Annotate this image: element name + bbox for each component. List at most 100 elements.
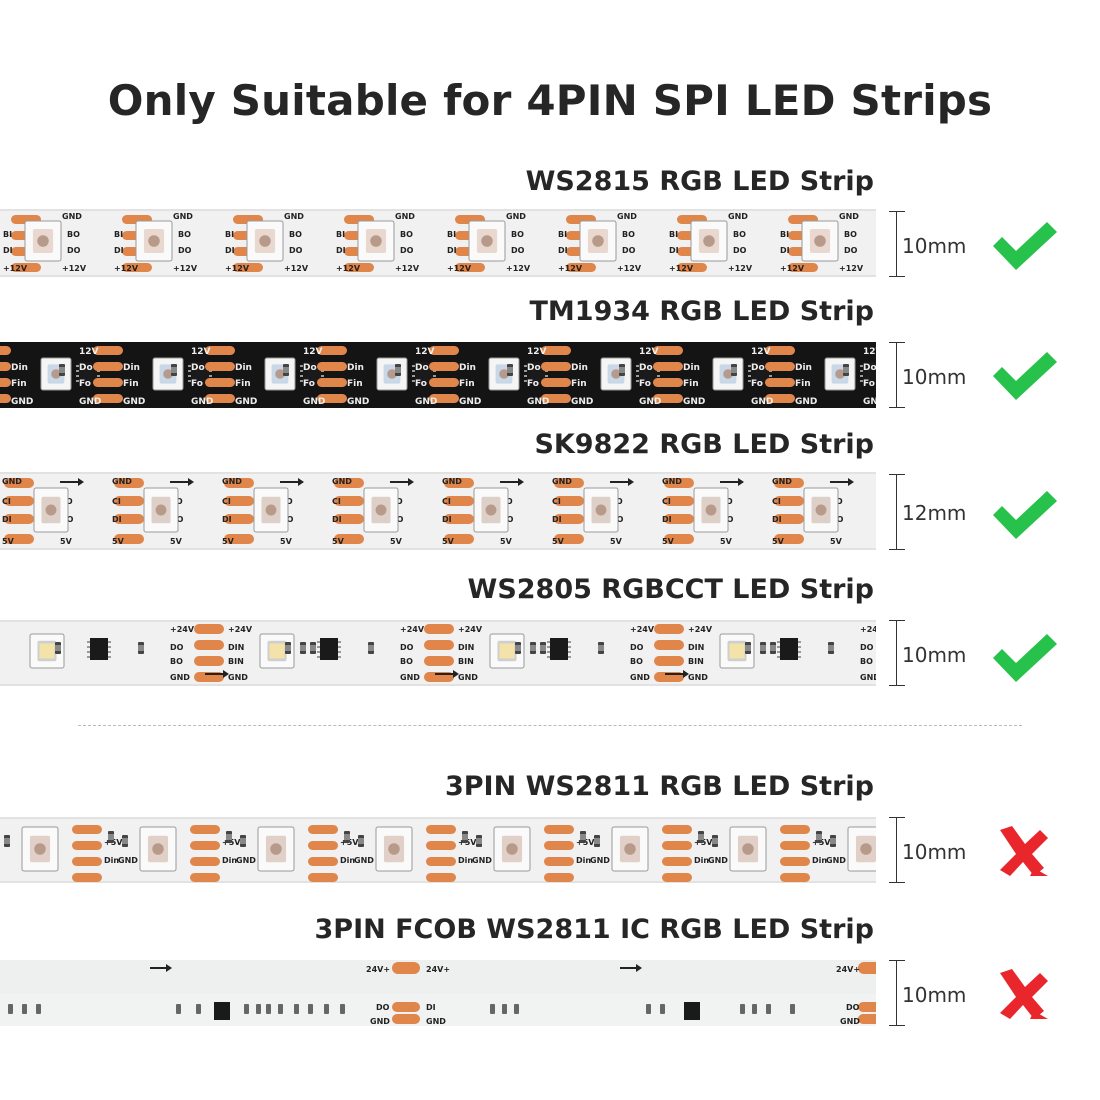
- pad-label: 5V: [610, 537, 623, 546]
- pad-label: 5V: [390, 537, 403, 546]
- strip-image-sk9822: GNDCICODIDO5V5VGNDCICODIDO5V5VGNDCICODID…: [0, 472, 876, 550]
- pad-label: 5V: [2, 537, 15, 546]
- pad-label: DI: [558, 246, 568, 255]
- pad-label: Fin: [235, 379, 251, 389]
- pad-label: GND: [472, 856, 492, 865]
- pad-label: 5V: [662, 537, 675, 546]
- pad-label: BO: [844, 230, 857, 239]
- pad-label: GND: [370, 1017, 390, 1026]
- pad-label: BO: [178, 230, 191, 239]
- pad-label: GND: [772, 477, 792, 486]
- pad-label: GND: [118, 856, 138, 865]
- pad-label: GND: [2, 477, 22, 486]
- pad-label: GND: [400, 673, 420, 682]
- pad-label: DO: [170, 643, 184, 652]
- pad-label: Din: [347, 363, 364, 373]
- pad-label: DI: [772, 515, 782, 524]
- pad-label: 5V: [60, 537, 73, 546]
- pad-label: 12V: [751, 347, 771, 357]
- pad-label: BI: [336, 230, 345, 239]
- pad-label: Fin: [123, 379, 139, 389]
- pad-label: Fo: [191, 379, 203, 389]
- width-dimension-sk9822: [889, 474, 905, 550]
- pad-label: GND: [235, 397, 257, 407]
- pad-label: Do: [415, 363, 429, 373]
- pad-label: DO: [630, 643, 644, 652]
- pad-label: GND: [123, 397, 145, 407]
- pad-label: Fin: [459, 379, 475, 389]
- pad-label: BIN: [228, 657, 244, 666]
- pad-label: DIN: [228, 643, 244, 652]
- pad-label: DO: [178, 246, 192, 255]
- pad-label: Din: [123, 363, 140, 373]
- pad-label: 5V: [112, 537, 125, 546]
- pad-label: GND: [79, 397, 101, 407]
- pad-label: +12V: [173, 264, 198, 273]
- pad-label: GND: [860, 673, 876, 682]
- pad-label: GND: [62, 212, 82, 221]
- pad-label: GND: [751, 397, 773, 407]
- pad-label: GND: [630, 673, 650, 682]
- pad-label: DI: [112, 515, 122, 524]
- pad-label: BO: [67, 230, 80, 239]
- pad-label: GND: [354, 856, 374, 865]
- pad-label: +12V: [839, 264, 864, 273]
- pad-label: DI: [114, 246, 124, 255]
- pad-label: 24V+: [366, 965, 390, 974]
- strip-image-ws2811: +5VDinGND+5VDinGND+5VDinGND+5VDinGND+5VD…: [0, 817, 876, 883]
- pad-label: BO: [622, 230, 635, 239]
- pad-label: BI: [3, 230, 12, 239]
- pad-label: Din: [459, 363, 476, 373]
- pad-label: DI: [336, 246, 346, 255]
- pad-label: 5V: [170, 537, 183, 546]
- pad-label: DI: [332, 515, 342, 524]
- width-dimension-ws2815: [889, 211, 905, 277]
- pad-label: +24V: [860, 625, 876, 634]
- pad-label: 5V: [772, 537, 785, 546]
- pad-label: 12V: [639, 347, 659, 357]
- pad-label: DO: [67, 246, 81, 255]
- pad-label: Do: [863, 363, 876, 373]
- pad-label: +12V: [780, 264, 805, 273]
- pad-label: DO: [622, 246, 636, 255]
- width-text-tm1934: 10mm: [902, 365, 967, 389]
- pad-label: DO: [860, 643, 874, 652]
- pad-label: GND: [303, 397, 325, 407]
- pad-label: GND: [840, 1017, 860, 1026]
- pad-label: GND: [228, 673, 248, 682]
- strip-label-sk9822: SK9822 RGB LED Strip: [534, 429, 874, 460]
- pad-label: DIN: [458, 643, 474, 652]
- pad-label: Fin: [683, 379, 699, 389]
- pad-label: Din: [235, 363, 252, 373]
- pad-label: GND: [839, 212, 859, 221]
- pad-label: GND: [863, 397, 876, 407]
- pad-label: GND: [708, 856, 728, 865]
- pad-label: BIN: [458, 657, 474, 666]
- strip-label-ws2805: WS2805 RGBCCT LED Strip: [467, 574, 874, 605]
- pad-label: 12V: [303, 347, 323, 357]
- pad-label: +24V: [170, 625, 195, 634]
- pad-label: 24V+: [426, 965, 450, 974]
- pad-label: 12V: [415, 347, 435, 357]
- pad-label: CI: [222, 497, 231, 506]
- pad-label: BI: [225, 230, 234, 239]
- strip-label-ws2815: WS2815 RGB LED Strip: [525, 166, 874, 197]
- pad-label: BI: [669, 230, 678, 239]
- pad-label: BO: [860, 657, 873, 666]
- pad-label: Fin: [571, 379, 587, 389]
- pad-label: DO: [511, 246, 525, 255]
- pad-label: +12V: [728, 264, 753, 273]
- pad-label: GND: [415, 397, 437, 407]
- pad-label: Fin: [347, 379, 363, 389]
- pad-label: GND: [458, 673, 478, 682]
- section-divider: [78, 725, 1022, 726]
- pad-label: GND: [332, 477, 352, 486]
- pad-label: DO: [846, 1003, 860, 1012]
- pad-label: 12V: [191, 347, 211, 357]
- width-text-ws2815: 10mm: [902, 234, 967, 258]
- pad-label: GND: [459, 397, 481, 407]
- pad-label: GND: [617, 212, 637, 221]
- check-icon: [993, 491, 1057, 539]
- width-dimension-ws2811: [889, 817, 905, 883]
